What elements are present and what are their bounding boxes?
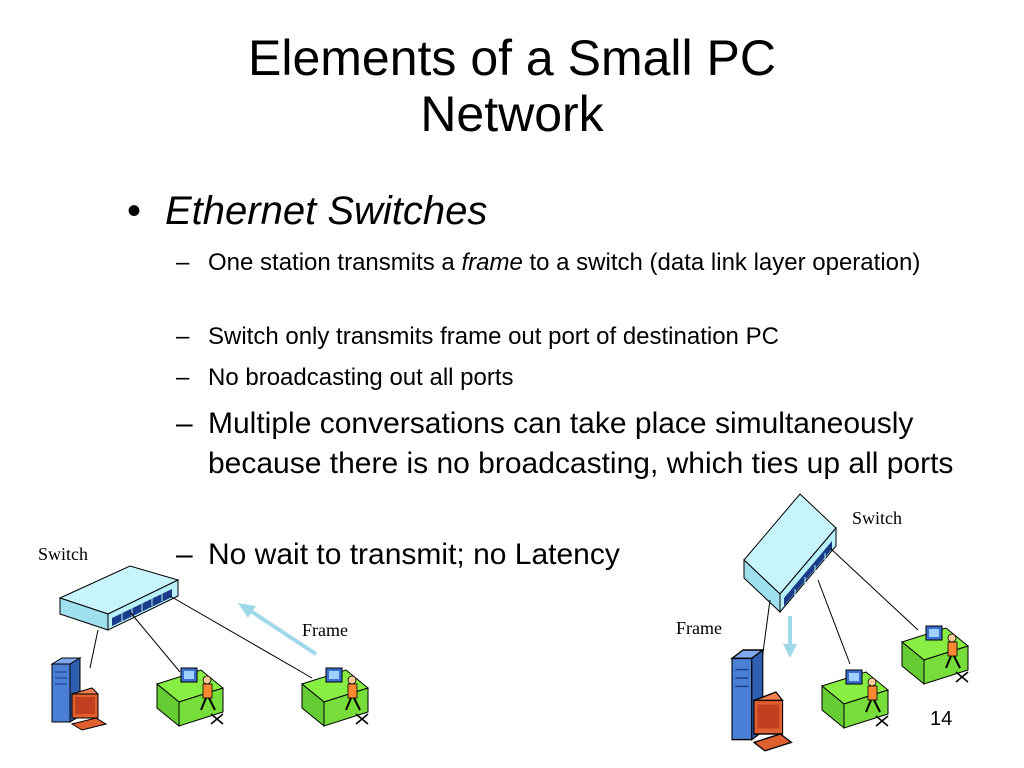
sub-bullet-text: No broadcasting out all ports xyxy=(208,364,514,391)
sub-bullet-text: Multiple conversations can take place si… xyxy=(208,407,954,480)
right-frame-arrow-icon xyxy=(783,616,797,658)
page-number: 14 xyxy=(930,708,953,730)
slide-title-line-2: Network xyxy=(420,86,604,142)
left-cable-pc2 xyxy=(169,595,313,679)
left-workstation-2-icon xyxy=(301,667,369,727)
sub-bullet-text-before: One station transmits a xyxy=(208,249,462,276)
sub-bullet-dash: – xyxy=(176,538,193,571)
right-server-icon xyxy=(731,649,793,752)
right-switch-label: Switch xyxy=(852,508,903,528)
left-switch-label: Switch xyxy=(38,544,89,564)
left-workstation-1-icon xyxy=(156,667,224,727)
right-workstation-2-icon xyxy=(901,625,969,685)
left-switch-icon xyxy=(58,565,180,631)
right-workstation-1-icon xyxy=(821,669,889,729)
left-cable-pc1 xyxy=(129,611,181,673)
sub-bullet-text-italic: frame xyxy=(461,249,523,276)
left-frame-label: Frame xyxy=(302,620,348,640)
right-frame-label: Frame xyxy=(676,618,722,638)
sub-bullet-text: Switch only transmits frame out port of … xyxy=(208,323,779,350)
sub-bullet-text: No wait to transmit; no Latency xyxy=(208,538,620,571)
right-cable-pc2 xyxy=(829,547,919,631)
bullet-marker: • xyxy=(127,189,142,233)
sub-bullet-dash: – xyxy=(176,407,193,440)
right-switch-icon xyxy=(743,493,837,614)
sub-bullet-text: One station transmits a frame to a switc… xyxy=(208,246,968,280)
bullet-text: Ethernet Switches xyxy=(165,189,488,233)
left-server-icon xyxy=(51,657,107,731)
sub-bullet-dash: – xyxy=(176,249,190,276)
sub-bullet-text-after: to a switch (data link layer operation) xyxy=(522,249,921,276)
slide-title-line-1: Elements of a Small PC xyxy=(248,30,776,86)
sub-bullet-dash: – xyxy=(176,323,190,350)
right-cable-pc1 xyxy=(817,579,851,665)
slide-title: Elements of a Small PC Network xyxy=(0,30,1024,142)
left-frame-arrow-icon xyxy=(238,603,318,656)
left-cable-server xyxy=(89,629,99,669)
sub-bullet-dash: – xyxy=(176,364,190,391)
